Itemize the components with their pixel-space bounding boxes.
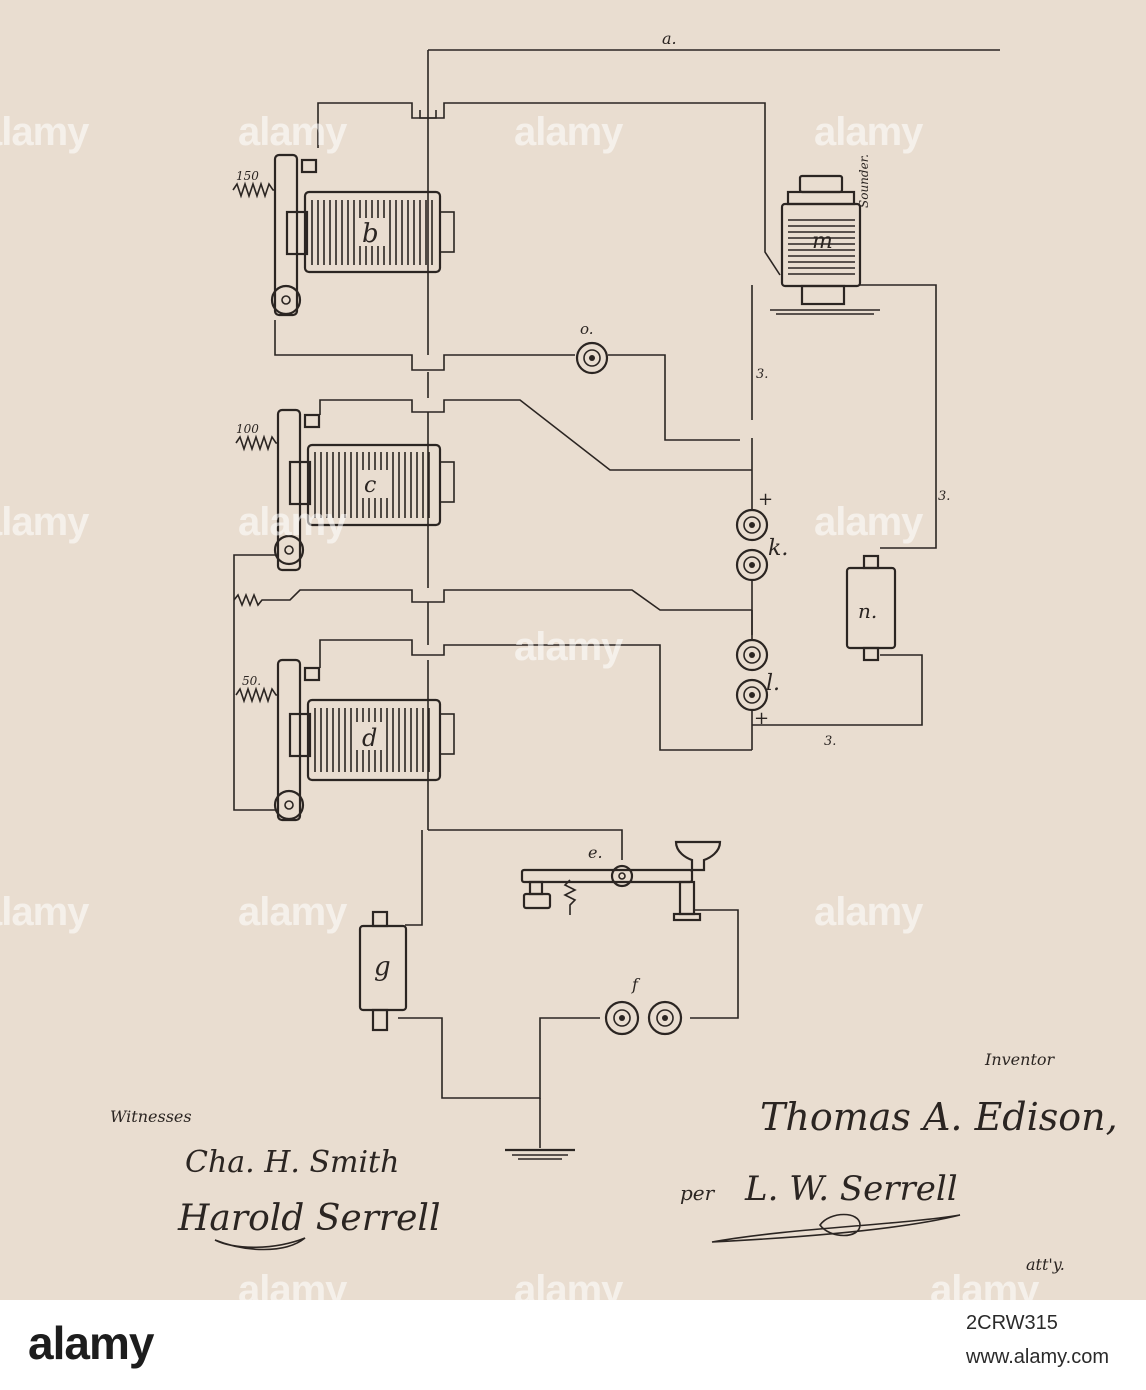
battery-f: f <box>606 975 681 1034</box>
relay-b: 150 b <box>233 155 740 440</box>
relay-b-screw <box>302 160 316 172</box>
label-relay-c: c <box>364 473 376 498</box>
label-cell-n: n. <box>858 599 877 623</box>
label-relay-b: b <box>362 219 379 249</box>
label-relay-d: d <box>362 724 377 752</box>
relay-c-spring <box>236 437 278 449</box>
relay-d: 50. d <box>236 640 752 820</box>
spring-b-tension: 150 <box>236 169 259 183</box>
label-battery-o: o. <box>580 320 594 338</box>
witness-flourish <box>215 1238 305 1250</box>
key-e-lever <box>522 870 692 882</box>
footer-logo: alamy <box>28 1316 153 1370</box>
relay-c-screw <box>305 415 319 427</box>
spring-d-tension: 50. <box>242 674 261 688</box>
relay-d-spring <box>236 689 278 701</box>
inventor-signature: Thomas A. Edison, <box>760 1095 1118 1139</box>
spring-c-tension: 100 <box>236 422 259 436</box>
watermark: alamy <box>514 625 622 670</box>
stock-footer: alamy 2CRW315 www.alamy.com <box>0 1300 1146 1390</box>
sounder-caption: Sounder. <box>857 154 871 208</box>
watermark: alamy <box>814 500 922 545</box>
watermark: alamy <box>814 110 922 155</box>
wire-3-bottom-label: 3. <box>824 734 836 749</box>
battery-o: o. <box>577 320 607 373</box>
witness-2-signature: Harold Serrell <box>177 1198 440 1239</box>
battery-l: l. + <box>737 610 780 750</box>
watermark: alamy <box>514 110 622 155</box>
label-line-a: a. <box>662 29 677 48</box>
label-cell-g: g <box>374 952 391 982</box>
telegraph-key-e: e. <box>522 842 720 920</box>
main-line-a: a. <box>428 29 1000 110</box>
lower-circuit-wires <box>398 830 738 1148</box>
wire-3-upper-label: 3. <box>756 367 768 382</box>
inventor-heading: Inventor <box>984 1050 1056 1069</box>
attorney-flourish <box>712 1215 960 1243</box>
witnesses-block: Witnesses Cha. H. Smith Harold Serrell <box>110 1107 440 1250</box>
sounder-m: m Sounder. <box>770 154 880 314</box>
watermark: alamy <box>238 500 346 545</box>
wire-3-right-label: 3. <box>938 489 950 504</box>
attorney-signature: L. W. Serrell <box>744 1169 958 1209</box>
key-e-spring <box>565 880 575 915</box>
label-battery-f: f <box>631 975 641 994</box>
inventor-block: Inventor Thomas A. Edison, per L. W. Ser… <box>680 1050 1118 1274</box>
label-battery-l: l. <box>766 671 780 696</box>
relay-d-screw <box>305 668 319 680</box>
cell-n: n. <box>752 556 922 725</box>
witness-1-signature: Cha. H. Smith <box>185 1145 399 1180</box>
label-sounder-m: m <box>812 229 833 254</box>
witnesses-heading: Witnesses <box>110 1107 192 1126</box>
watermark: alamy <box>238 890 346 935</box>
image-id: 2CRW315 <box>966 1312 1058 1335</box>
plus-sign-top: + <box>758 489 773 510</box>
watermark: alamy <box>0 110 88 155</box>
cell-g: g <box>360 912 406 1030</box>
relay-b-spring <box>233 184 275 196</box>
watermark: alamy <box>0 890 88 935</box>
ground-plate <box>505 1150 575 1159</box>
watermark: alamy <box>238 110 346 155</box>
battery-k: + k. <box>737 489 788 635</box>
label-battery-k: k. <box>768 536 788 561</box>
relay-c-d-interconnect <box>234 555 752 810</box>
footer-url: www.alamy.com <box>966 1346 1109 1369</box>
plus-sign-bottom: + <box>754 708 769 729</box>
per-text: per <box>680 1181 716 1205</box>
watermark: alamy <box>0 500 88 545</box>
key-e-knob <box>676 842 720 870</box>
watermark: alamy <box>814 890 922 935</box>
label-key-e: e. <box>588 843 603 862</box>
patent-sheet: a. 150 b o. <box>0 0 1146 1300</box>
